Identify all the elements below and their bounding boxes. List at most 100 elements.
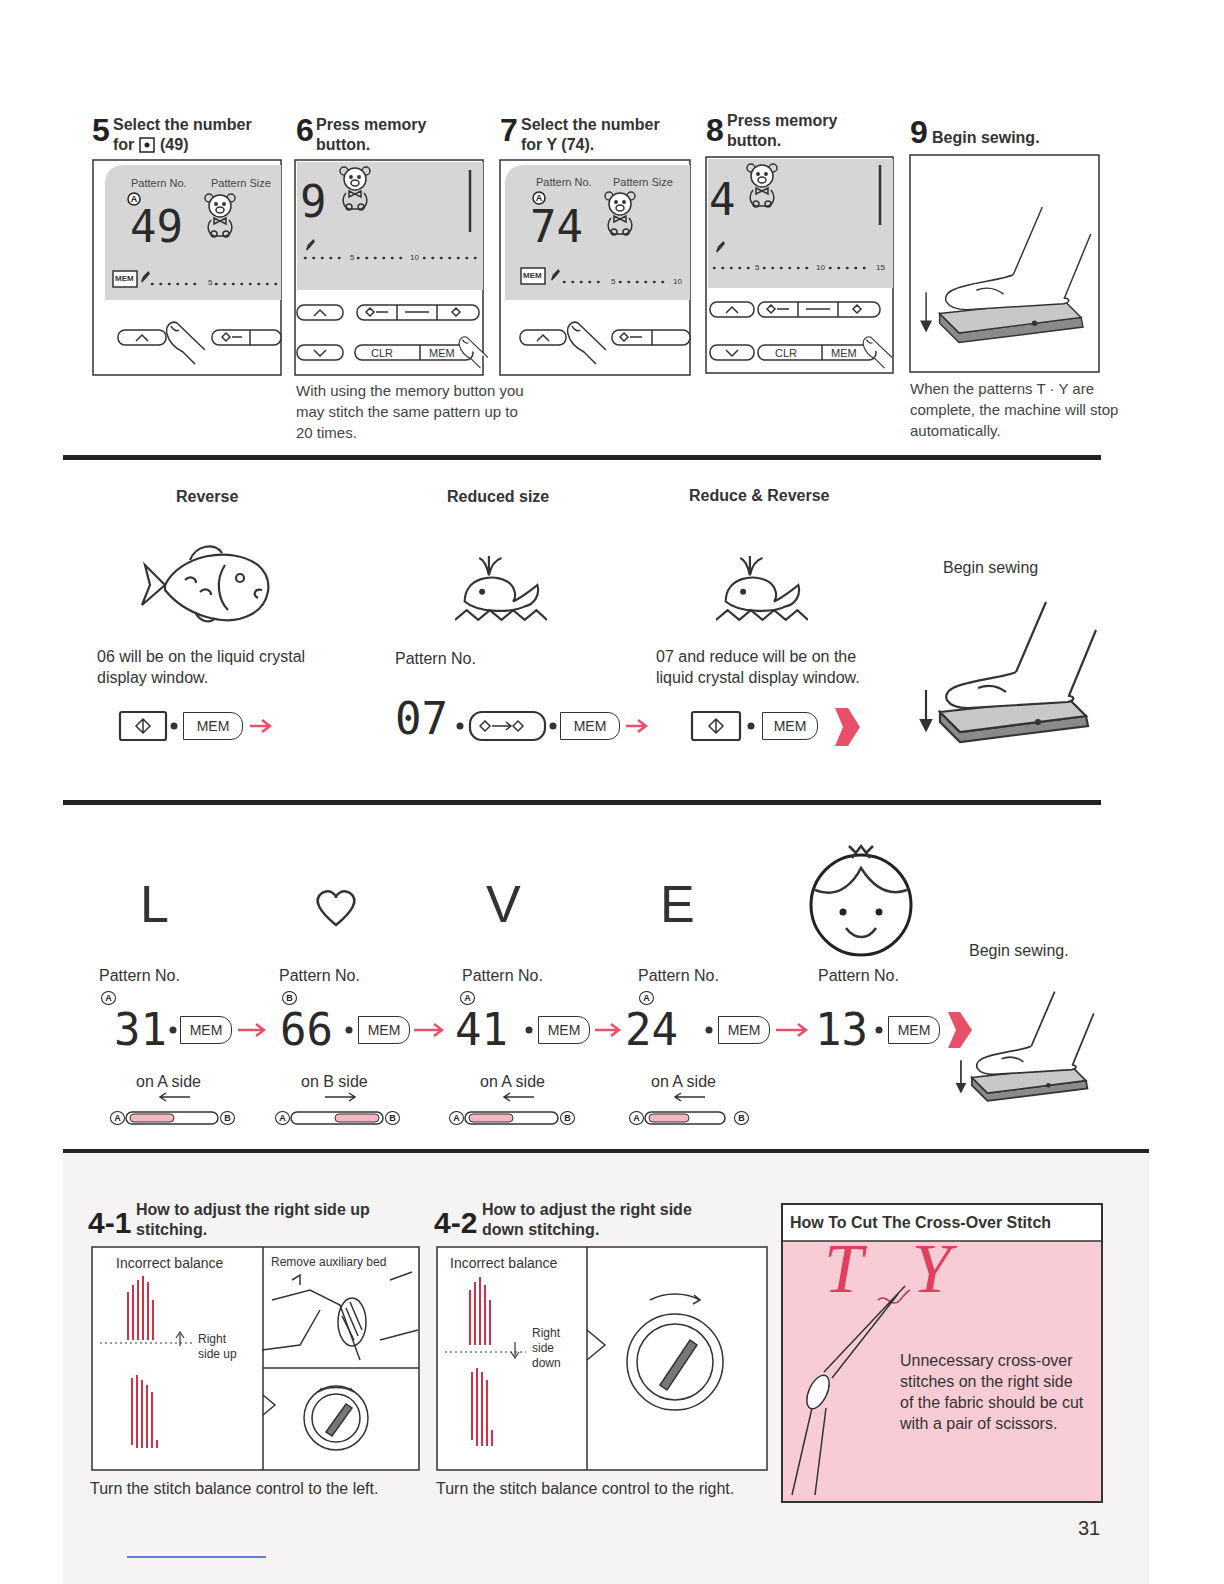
text-label: 07 and reduce will be on the liquid crys…: [656, 646, 896, 688]
step-number: 8: [706, 114, 724, 146]
lcd-digits: 49: [130, 205, 183, 249]
tip-text: Unnecessary cross-over stitches on the r…: [900, 1350, 1090, 1434]
mem-button: MEM: [762, 712, 818, 740]
section-number: 4-1: [88, 1208, 131, 1238]
step-panel: 7Select the number for Y (74). Pattern No…: [497, 112, 692, 377]
text-label: 66: [280, 1008, 333, 1052]
text-label: 06 will be on the liquid crystal display…: [97, 646, 342, 688]
button-text: B: [564, 1114, 571, 1123]
circled-letter: A: [110, 1111, 125, 1125]
text-label: on A side: [480, 1071, 545, 1092]
step-heading: Select the number for Y (74).: [521, 115, 671, 155]
text-label: Pattern No.: [462, 965, 543, 986]
text-label: CLR: [775, 347, 797, 359]
text-label: Pattern No.: [279, 965, 360, 986]
button-text: A: [105, 994, 112, 1003]
text-label: Turn the stitch balance control to the r…: [436, 1478, 736, 1499]
section-heading: How to adjust the right side down stitch…: [482, 1200, 727, 1240]
text-label: MEM: [115, 273, 134, 285]
text-label: Remove auxiliary bed: [271, 1255, 386, 1270]
text-label: 5: [208, 278, 212, 288]
circled-letter: A: [275, 1111, 290, 1125]
button-text: B: [389, 1114, 396, 1123]
button-text: MEM: [368, 1023, 401, 1037]
mem-button: MEM: [180, 1016, 232, 1044]
button-text: MEM: [548, 1023, 581, 1037]
text-label: MEM: [429, 347, 455, 359]
text-label: Begin sewing.: [969, 940, 1069, 961]
text-label: on B side: [301, 1071, 368, 1092]
text-label: MEM: [523, 270, 542, 282]
text-label: on A side: [136, 1071, 201, 1092]
mem-button: MEM: [560, 712, 620, 740]
text-label: Incorrect balance: [116, 1255, 223, 1272]
circled-letter: A: [449, 1111, 464, 1125]
text-label: Reduce & Reverse: [689, 486, 830, 506]
text-label: When the patterns T · Y are complete, th…: [910, 378, 1125, 441]
mem-button: MEM: [183, 712, 243, 740]
step-heading: Press memory button.: [316, 115, 451, 155]
text-label: 5: [611, 277, 615, 287]
button-text: A: [633, 1114, 640, 1123]
circled-letter: A: [639, 991, 654, 1005]
step-panel: 9Begin sewing.: [907, 112, 1102, 374]
section-number: 4-2: [434, 1208, 477, 1238]
text-label: Pattern No.: [99, 965, 180, 986]
circled-letter: B: [734, 1111, 749, 1125]
text-label: A: [534, 193, 544, 203]
text-label: E: [660, 878, 695, 930]
adjust-panel: 4-2How to adjust the right side down sti…: [434, 1198, 769, 1472]
text-label: Right side down: [532, 1326, 576, 1371]
button-text: MEM: [898, 1023, 931, 1037]
button-text: MEM: [728, 1023, 761, 1037]
text-label: on A side: [651, 1071, 716, 1092]
button-text: A: [279, 1114, 286, 1123]
mem-button: MEM: [718, 1016, 770, 1044]
adjust-panel: 4-1How to adjust the right side up stitc…: [88, 1198, 421, 1472]
text-label: Incorrect balance: [450, 1255, 557, 1272]
text-label: 24: [625, 1008, 678, 1052]
text-label: Reduced size: [447, 487, 549, 507]
circled-letter: A: [101, 991, 116, 1005]
text-label: 31: [114, 1008, 167, 1052]
text-label: Right side up: [198, 1332, 250, 1362]
text-label: 10: [673, 277, 682, 287]
button-text: B: [224, 1114, 231, 1123]
button-text: A: [643, 994, 650, 1003]
button-text: A: [464, 994, 471, 1003]
text-label: MEM: [831, 347, 857, 359]
text-label: Begin sewing: [943, 557, 1038, 578]
button-text: A: [114, 1114, 121, 1123]
text-label: 10: [816, 263, 825, 273]
text-label: 07: [395, 697, 448, 741]
tip-box: How To Cut The Cross-Over StitchTYUnnece…: [782, 1204, 1102, 1502]
step-heading: (49): [160, 135, 188, 155]
step-heading: Press memory button.: [727, 111, 862, 151]
text-label: 15: [876, 263, 885, 273]
script-letter: T: [824, 1234, 863, 1304]
lcd-digits: 4: [709, 178, 736, 222]
text-label: 31: [1078, 1518, 1100, 1538]
step-panel: 8Press memory button.451015CLRMEM: [703, 108, 896, 376]
lcd-digits: 74: [530, 205, 583, 249]
text-label: Pattern No.: [131, 177, 187, 189]
tip-title: How To Cut The Cross-Over Stitch: [790, 1213, 1051, 1233]
step-number: 7: [500, 114, 518, 146]
text-label: CLR: [371, 347, 393, 359]
circled-letter: A: [460, 991, 475, 1005]
text-label: 13: [815, 1008, 868, 1052]
text-label: Turn the stitch balance control to the l…: [90, 1478, 390, 1499]
button-text: B: [286, 994, 293, 1003]
button-text: MEM: [197, 719, 230, 733]
text-label: V: [486, 878, 521, 930]
circled-letter: B: [385, 1111, 400, 1125]
button-text: MEM: [190, 1023, 223, 1037]
text-label: 5: [350, 253, 354, 263]
text-label: Pattern No.: [536, 176, 592, 188]
step-number: 5: [92, 114, 110, 146]
text-label: A: [129, 194, 139, 204]
button-text: B: [738, 1114, 745, 1123]
text-label: Pattern Size: [613, 176, 673, 188]
